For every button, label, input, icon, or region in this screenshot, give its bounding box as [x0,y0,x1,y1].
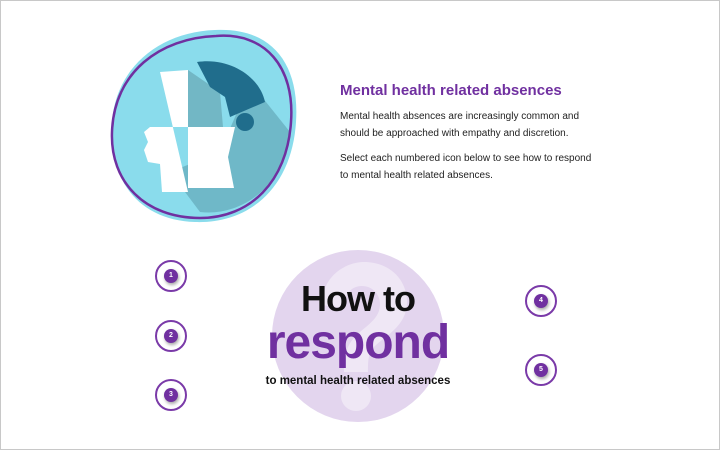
hotspot-button-1[interactable]: 1 [155,260,187,292]
graphic-heading-line1: How to [301,278,416,319]
hotspot-button-2[interactable]: 2 [155,320,187,352]
hotspot-number: 3 [164,388,178,402]
hotspot-button-4[interactable]: 4 [525,285,557,317]
hotspot-number: 5 [534,363,548,377]
hotspot-number: 2 [164,329,178,343]
hotspot-button-5[interactable]: 5 [525,354,557,386]
hotspot-number: 1 [164,269,178,283]
section-title: Mental health related absences [340,82,562,99]
hotspot-button-3[interactable]: 3 [155,379,187,411]
graphic-heading-line2: respond [266,316,450,369]
graphic-subtitle: to mental health related absences [265,375,451,387]
hotspot-number: 4 [534,294,548,308]
question-mark-icon [322,262,407,411]
head-puzzle-illustration [110,29,297,223]
instruction-paragraph: Select each numbered icon below to see h… [340,153,592,181]
intro-paragraph: Mental health absences are increasingly … [340,111,580,139]
